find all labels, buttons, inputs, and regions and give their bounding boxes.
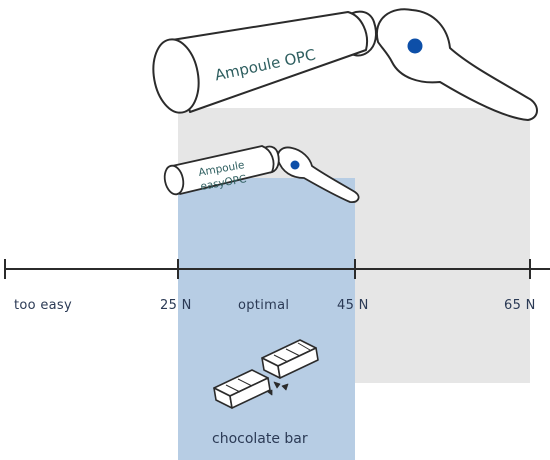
chocolate-left-piece-side: [229, 377, 271, 409]
axis-label-65n: 65 N: [504, 298, 536, 313]
ampoule-opc-body: [171, 11, 368, 113]
chocolate-right-piece-side: [277, 347, 319, 379]
force-axis: too easy 25 N optimal 45 N 65 N: [4, 259, 550, 313]
ampoule-easyopc-head: [276, 146, 360, 203]
chocolate-crumbs: [267, 381, 289, 396]
chocolate-bar-illustration: [213, 339, 319, 409]
chocolate-bar-label: chocolate bar: [212, 431, 308, 447]
axis-label-optimal: optimal: [238, 298, 289, 313]
ampoule-opc-break-dot: [407, 38, 423, 54]
ampoule-easyopc-body: [171, 145, 275, 195]
ampoule-opc-illustration: Ampoule OPC: [152, 8, 538, 121]
ampoule-easyopc-body-end: [163, 164, 185, 196]
ampoule-easyopc-break-dot: [290, 160, 300, 170]
axis-label-25n: 25 N: [160, 298, 192, 313]
ampoule-opc-body-end: [152, 38, 200, 114]
axis-label-45n: 45 N: [337, 298, 369, 313]
easyopc-force-range-band: [178, 178, 355, 460]
axis-label-too-easy: too easy: [14, 298, 72, 313]
ampoule-opc-head: [375, 8, 538, 121]
ampoule-easyopc-illustration: Ampoule easyOPC: [163, 145, 360, 203]
